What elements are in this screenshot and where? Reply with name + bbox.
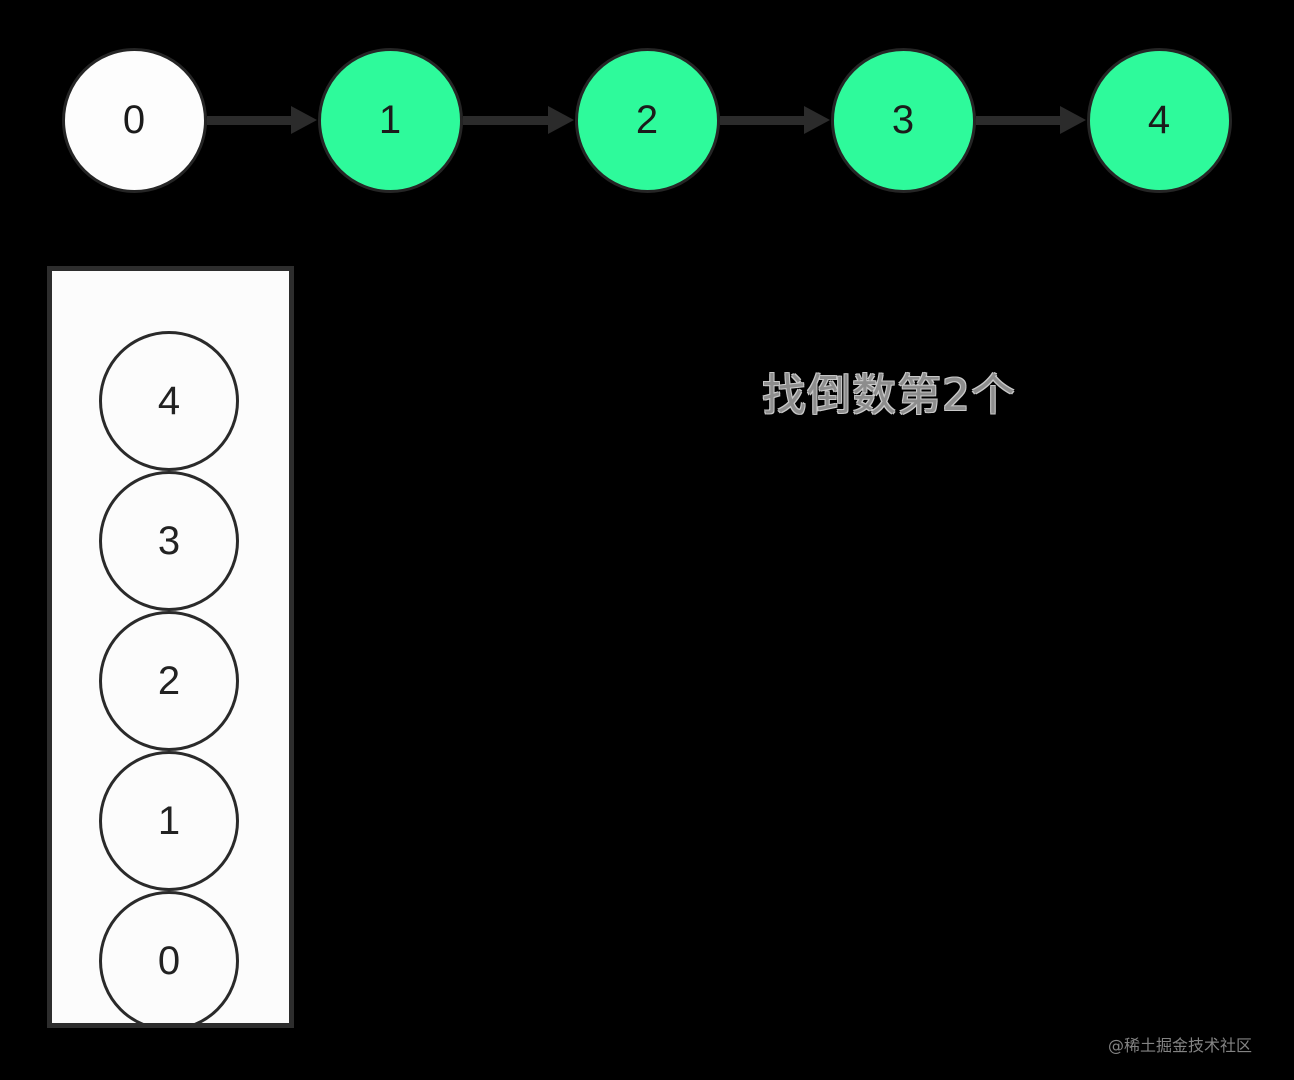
- stack-cell-4: 4: [99, 331, 239, 471]
- edge-arrowhead-2-to-3: [804, 106, 830, 134]
- edge-line-0-to-1: [207, 116, 295, 125]
- edge-arrowhead-0-to-1: [291, 106, 317, 134]
- list-node-4: 4: [1086, 47, 1232, 193]
- site-watermark: @稀土掘金技术社区: [1108, 1036, 1253, 1055]
- edge-arrowhead-1-to-2: [548, 106, 574, 134]
- edge-line-2-to-3: [720, 116, 808, 125]
- stack-cell-0: 0: [99, 891, 239, 1023]
- stack-cell-2: 2: [99, 611, 239, 751]
- list-node-1: 1: [317, 47, 463, 193]
- edge-arrowhead-3-to-4: [1060, 106, 1086, 134]
- list-node-2: 2: [574, 47, 720, 193]
- edge-line-3-to-4: [976, 116, 1064, 125]
- stack-cell-3: 3: [99, 471, 239, 611]
- list-node-3: 3: [830, 47, 976, 193]
- instruction-label: 找倒数第2个: [762, 370, 1016, 421]
- edge-line-1-to-2: [463, 116, 552, 125]
- list-node-0: 0: [61, 47, 207, 193]
- stack-cell-1: 1: [99, 751, 239, 891]
